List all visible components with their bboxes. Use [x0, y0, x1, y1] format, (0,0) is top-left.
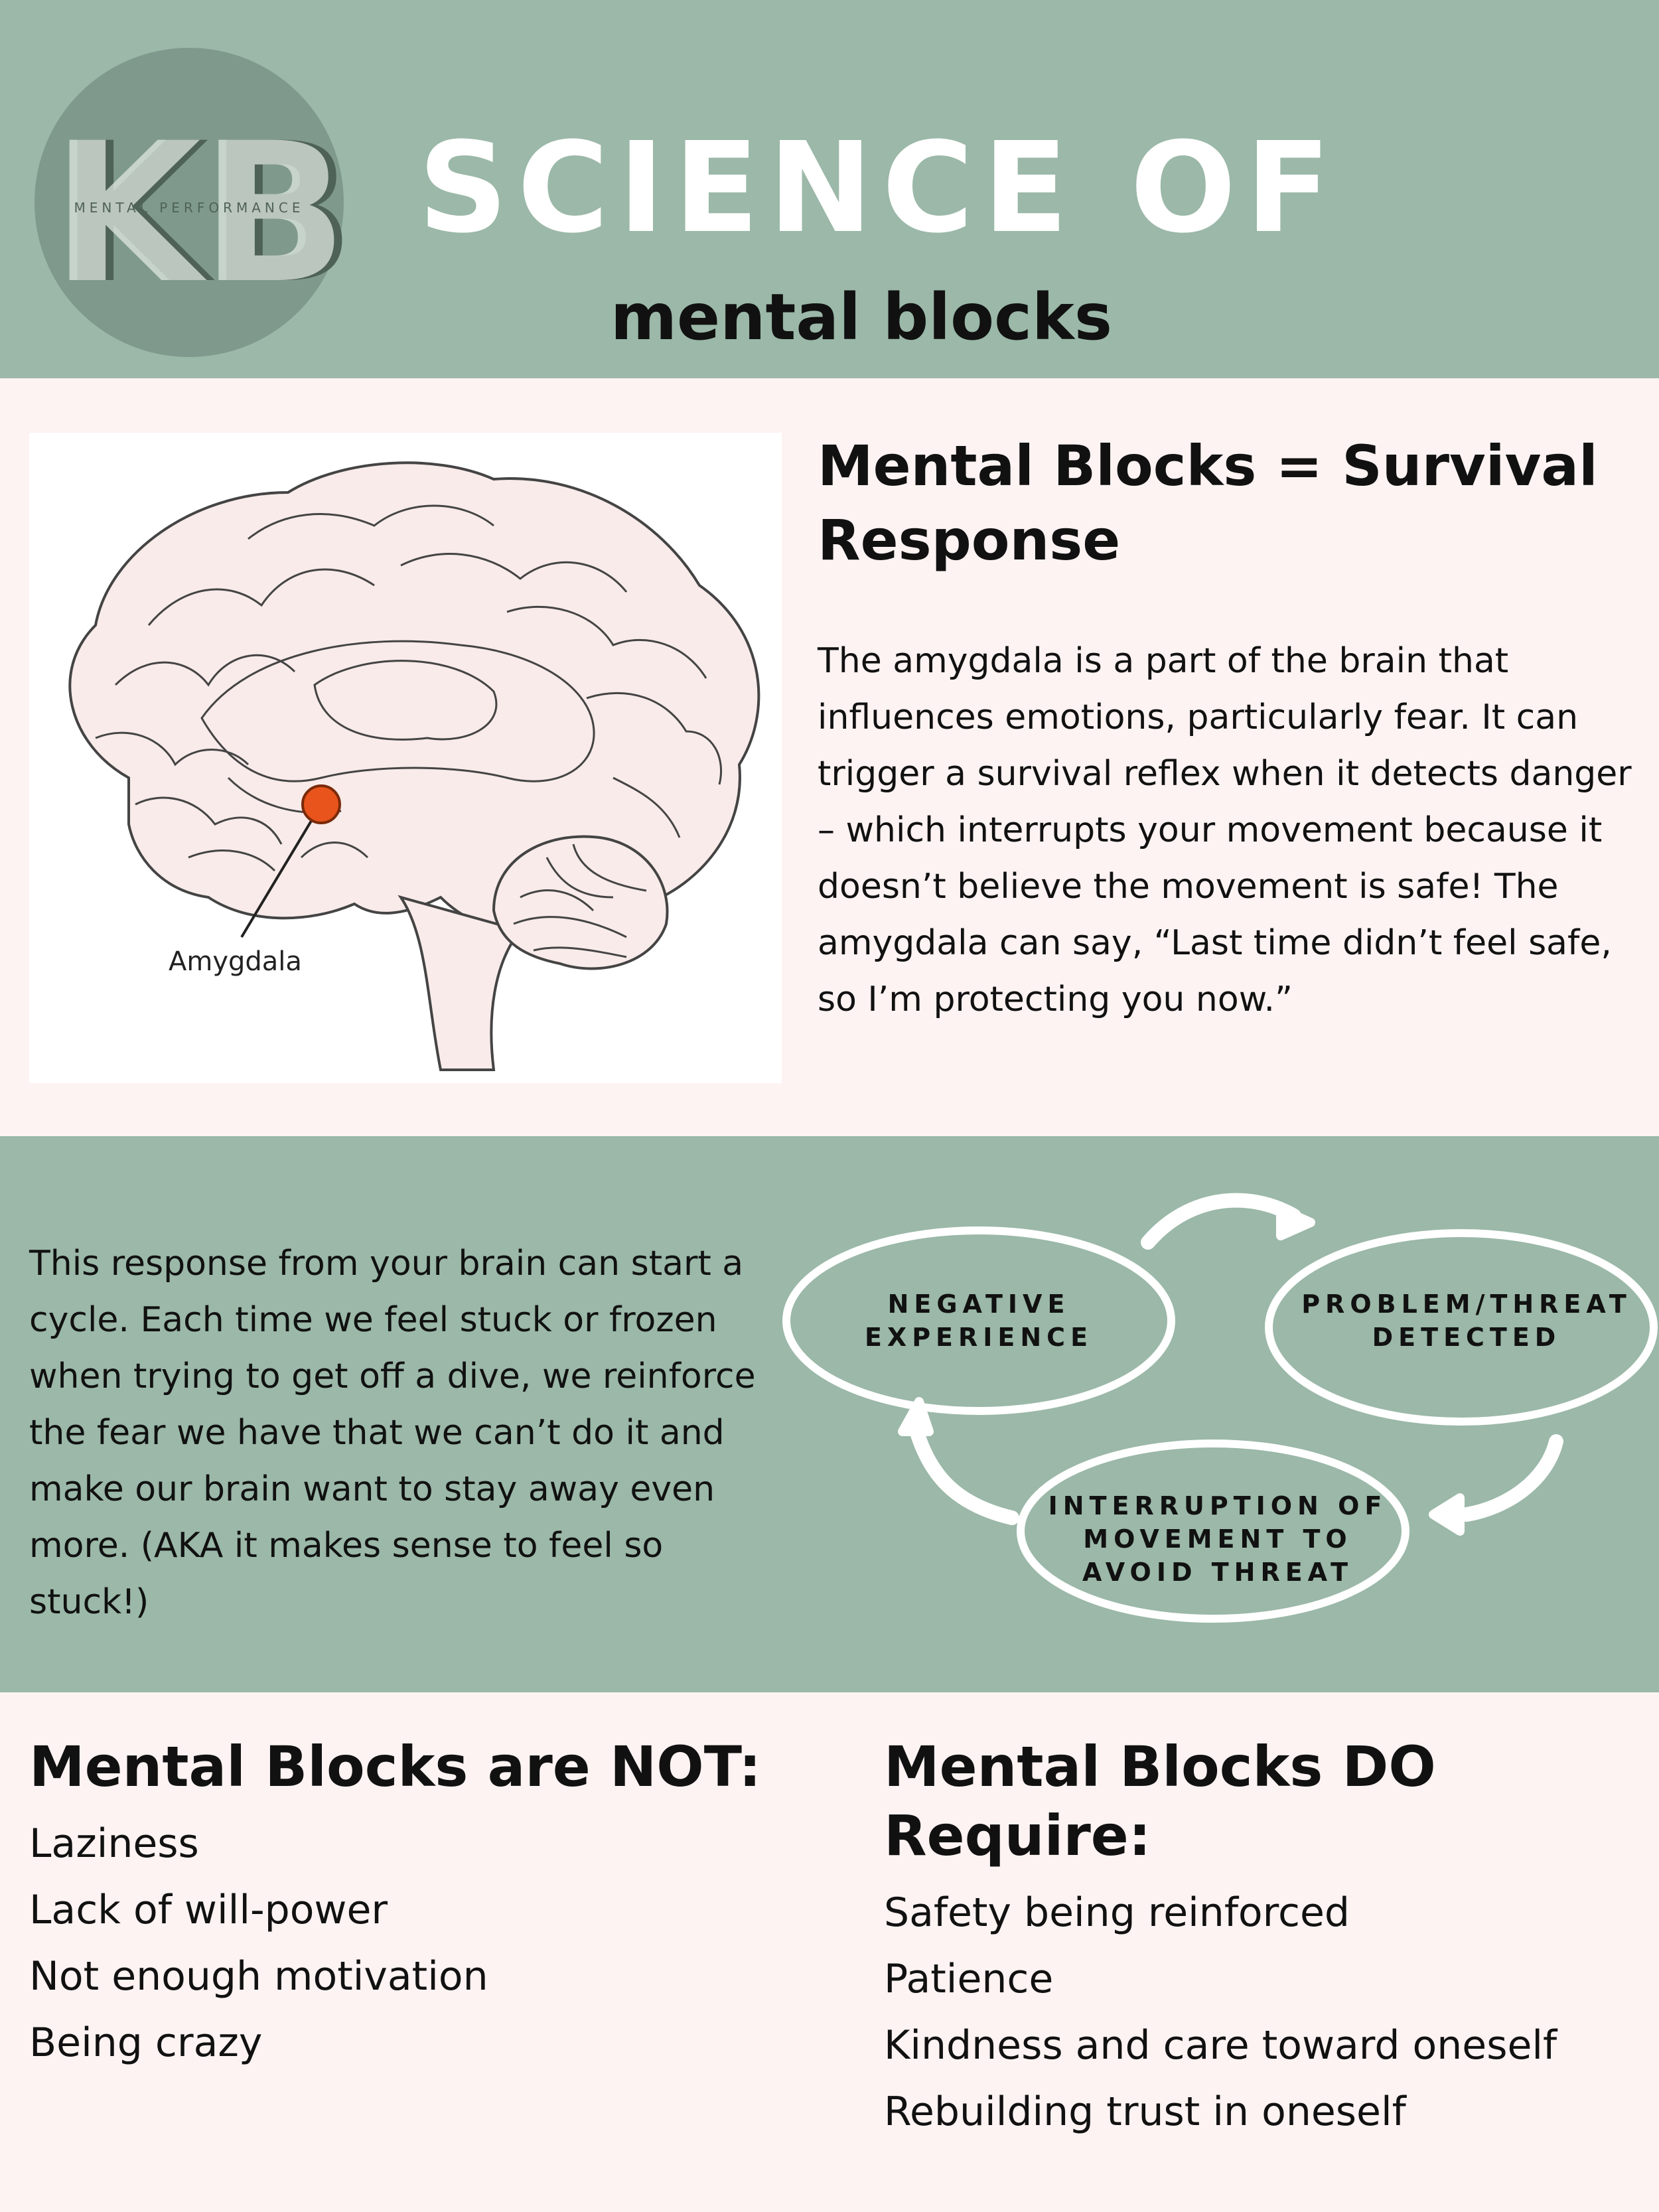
cycle-node-outline: [782, 1226, 1175, 1415]
list-item: Kindness and care toward oneself: [884, 2022, 1557, 2069]
cycle-section: This response from your brain can start …: [0, 1136, 1659, 1692]
page-subtitle: mental blocks: [611, 280, 1112, 354]
require-column: Mental Blocks DO Require: Safety being r…: [884, 1732, 1659, 2145]
lists-section: Mental Blocks are NOT: Laziness Lack of …: [0, 1692, 1659, 2212]
not-column: Mental Blocks are NOT: Laziness Lack of …: [29, 1732, 812, 2076]
amygdala-marker: [301, 784, 341, 824]
list-item: Laziness: [29, 1820, 199, 1867]
logo-letters: KB: [52, 102, 344, 326]
logo-letters-shadow: KB: [60, 102, 344, 326]
fear-cycle-diagram: NEGATIVE EXPERIENCE PROBLEM/THREAT DETEC…: [770, 1136, 1659, 1692]
page-title: SCIENCE OF: [418, 115, 1340, 261]
arrow-right: [1459, 1434, 1563, 1522]
cycle-node-outline: [1265, 1229, 1658, 1426]
logo-tagline: MENTAL PERFORMANCE: [74, 200, 305, 216]
amygdala-label: Amygdala: [169, 946, 302, 977]
arrow-top: [1141, 1193, 1301, 1250]
header-band: KB KB MENTAL PERFORMANCE SCIENCE OF ment…: [0, 0, 1659, 378]
amygdala-description: The amygdala is a part of the brain that…: [818, 641, 1632, 1019]
list-item: Not enough motivation: [29, 1953, 488, 2000]
list-item: Safety being reinforced: [884, 1889, 1350, 1936]
not-heading: Mental Blocks are NOT:: [29, 1734, 761, 1799]
node-negative-experience: NEGATIVE EXPERIENCE: [864, 1290, 1094, 1352]
survival-heading: Mental Blocks = Survival Response: [818, 433, 1598, 573]
require-list: Safety being reinforced Patience Kindnes…: [884, 1880, 1659, 2145]
list-item: Lack of will-power: [29, 1887, 388, 1933]
node-interruption: INTERRUPTION OF MOVEMENT TO AVOID THREAT: [1048, 1491, 1388, 1587]
cycle-description: This response from your brain can start …: [29, 1244, 756, 1622]
amygdala-section: Amygdala Mental Blocks = Survival Respon…: [0, 378, 1659, 1136]
cycle-node-outline: [1017, 1439, 1409, 1623]
brain-illustration: Amygdala: [29, 433, 782, 1083]
list-item: Patience: [884, 1956, 1054, 2002]
list-item: Being crazy: [29, 2020, 263, 2066]
list-item: Rebuilding trust in oneself: [884, 2089, 1406, 2135]
arrow-left: [908, 1421, 1019, 1525]
not-list: Laziness Lack of will-power Not enough m…: [29, 1810, 812, 2076]
require-heading: Mental Blocks DO Require:: [884, 1734, 1436, 1868]
node-threat-detected: PROBLEM/THREAT DETECTED: [1301, 1290, 1632, 1352]
kb-logo: KB KB MENTAL PERFORMANCE: [35, 48, 356, 357]
